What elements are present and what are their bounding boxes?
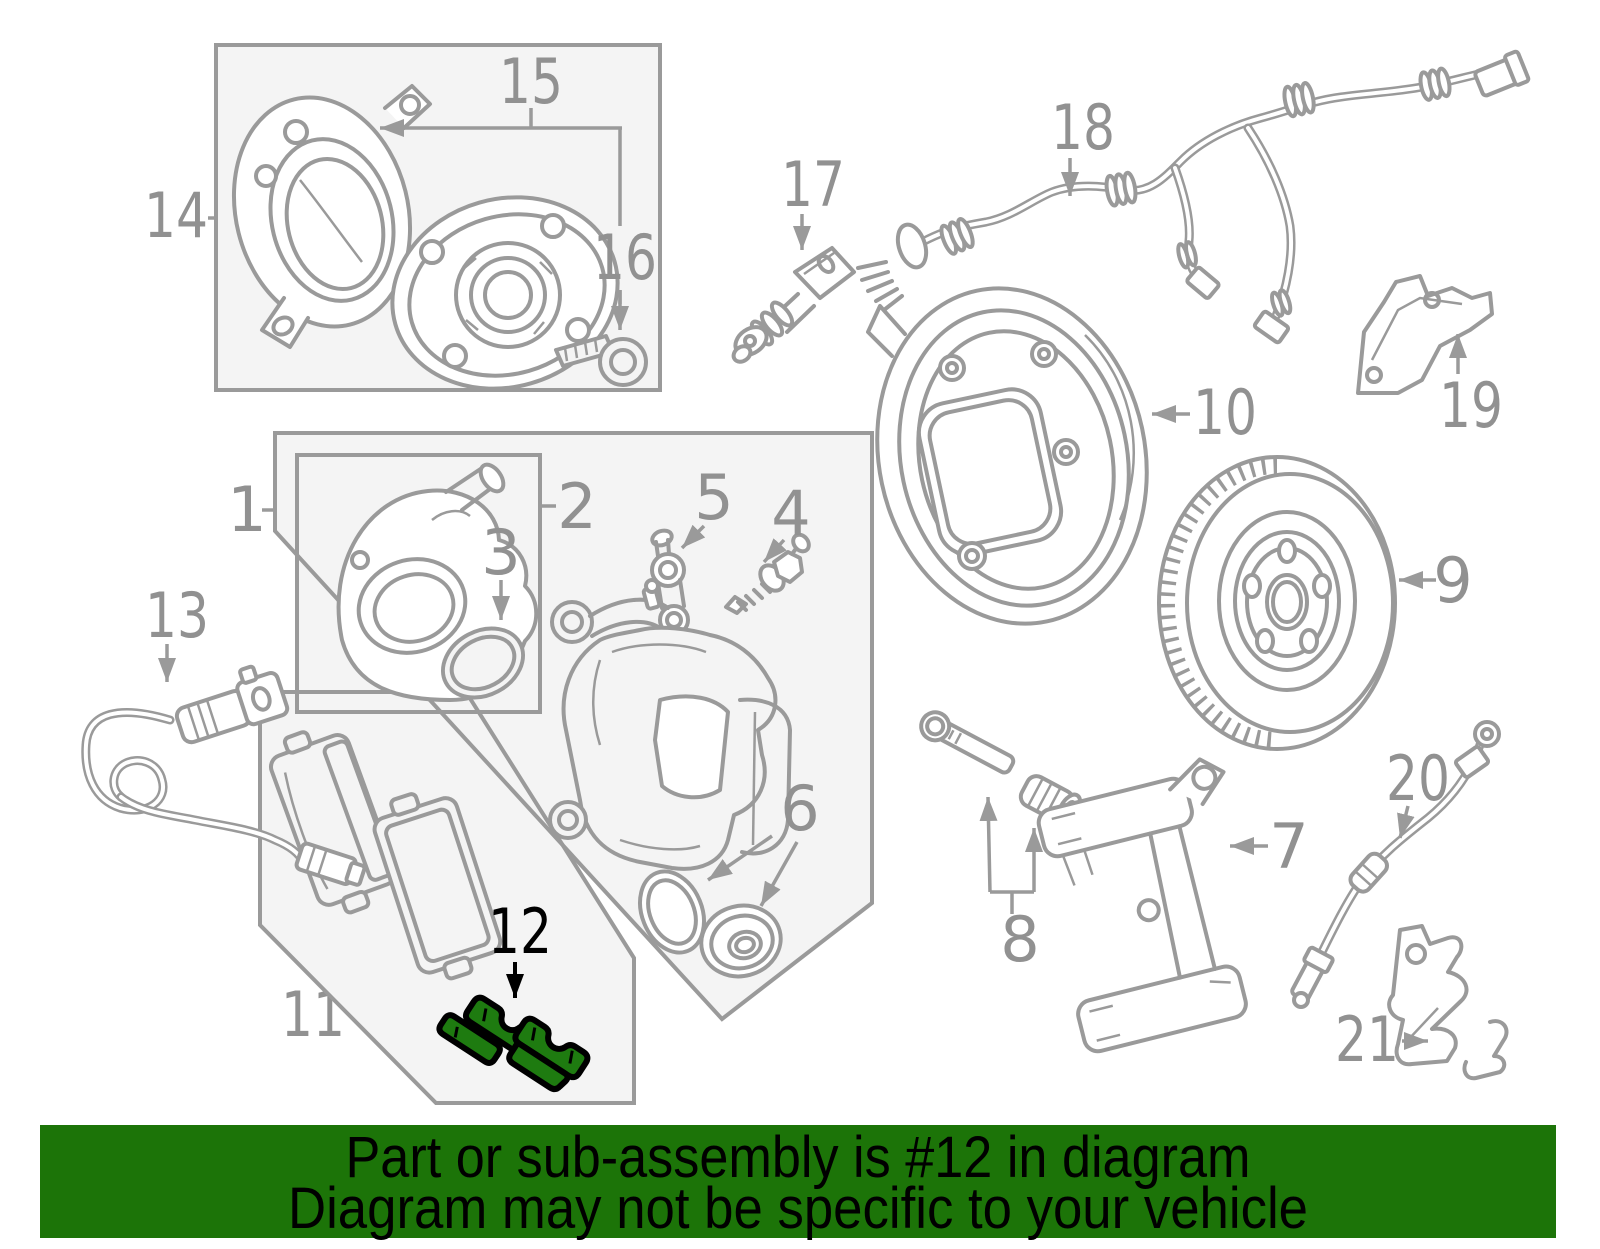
callout-15: 15 [499, 45, 563, 118]
callout-6: 6 [780, 772, 819, 845]
callout-5: 5 [694, 461, 733, 534]
callout-20: 20 [1386, 742, 1450, 815]
callout-4: 4 [771, 477, 810, 550]
highlight-banner: Part or sub-assembly is #12 in diagram D… [40, 1125, 1556, 1241]
hub-bearing-unit [390, 195, 620, 391]
leader-lines [158, 108, 1467, 1050]
part-4-bleeder [724, 532, 811, 615]
callout-12: 12 [488, 895, 552, 968]
part-9-rotor [1157, 455, 1397, 751]
leader-8 [990, 890, 1034, 914]
leader-6-arrow-a [707, 834, 773, 882]
leader-6-arrow-b [759, 841, 799, 907]
pad-outer [268, 730, 398, 915]
callout-13: 13 [145, 579, 209, 652]
callout-1: 1 [227, 473, 266, 546]
callout-9: 9 [1433, 544, 1472, 617]
hub-flange [231, 84, 432, 349]
callout-16: 16 [593, 221, 657, 294]
part-13-abs-sensor [81, 664, 367, 887]
part-8-guide-pin [919, 710, 1016, 775]
leader-8-arrow-a [979, 796, 998, 893]
pad-inner [372, 792, 503, 981]
banner-background [40, 1125, 1556, 1238]
part-20-brake-hose [1290, 720, 1501, 1009]
part-16-bolt [554, 334, 648, 387]
callout-8: 8 [1000, 903, 1039, 976]
part-17-sensor [731, 246, 856, 364]
callout-17: 17 [781, 148, 845, 221]
part-19-bracket [1356, 274, 1494, 395]
actuator-box [295, 453, 542, 714]
callout-7: 7 [1269, 810, 1308, 883]
caliper-housing [548, 578, 792, 871]
part-18-harness [856, 49, 1531, 345]
banner-line2: Diagram may not be specific to your vehi… [288, 1176, 1308, 1241]
callout-21: 21 [1335, 1003, 1399, 1076]
callout-14: 14 [144, 179, 208, 252]
callout-2: 2 [557, 470, 596, 543]
part-6-seal [638, 869, 706, 955]
part-3-oring [440, 626, 526, 700]
callout-18: 18 [1051, 91, 1115, 164]
leader-5-arrow [680, 524, 706, 550]
callout-3: 3 [481, 516, 520, 589]
part-7-caliper-bracket [1036, 757, 1248, 1054]
callout-19: 19 [1439, 369, 1503, 442]
leader-4-arrow [762, 538, 787, 564]
callout-10: 10 [1193, 376, 1257, 449]
part-10-dust-shield [866, 286, 1149, 626]
part-12-retainer-clips [436, 994, 591, 1093]
caliper-panel [273, 431, 874, 1022]
part-21-hose-bracket [1387, 924, 1509, 1081]
part-6-boot [699, 903, 783, 979]
banner-line1: Part or sub-assembly is #12 in diagram [346, 1125, 1251, 1190]
leader-20-arrow [1397, 805, 1415, 839]
